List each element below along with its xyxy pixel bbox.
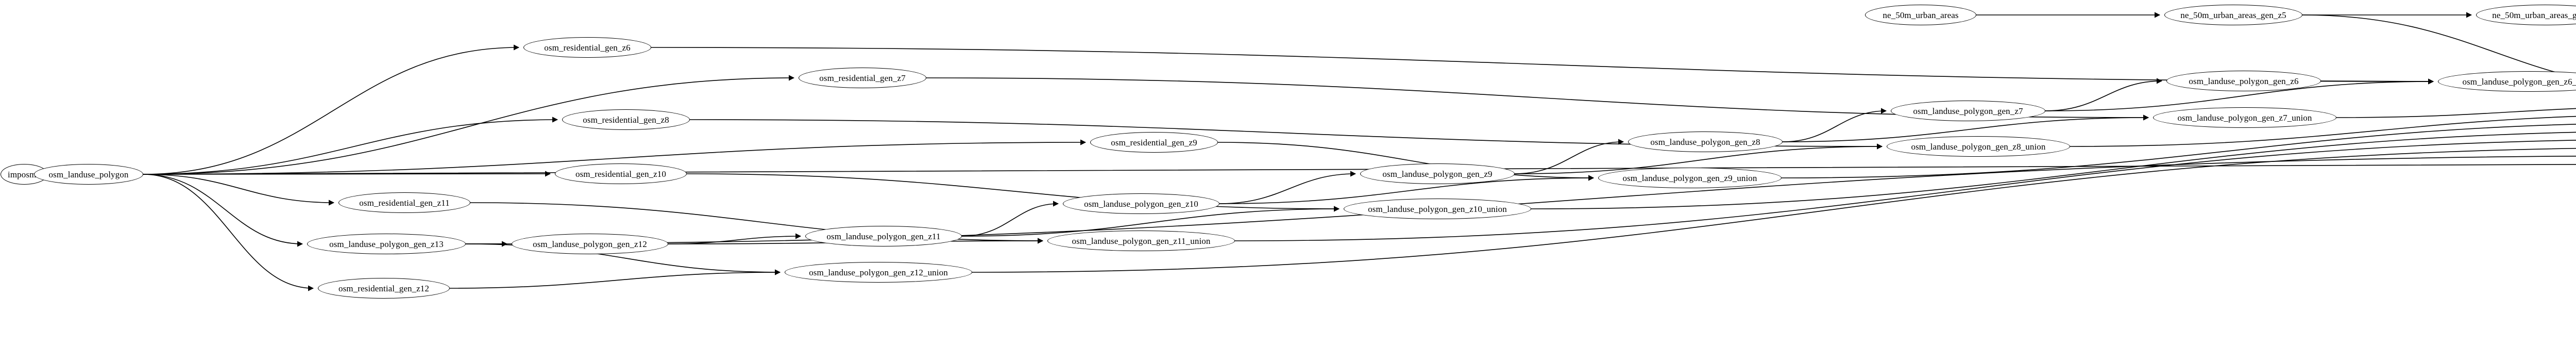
edge-osm_landuse_polygon_gen_z11-to-osm_landuse_polygon_gen_z10 [961,201,1059,237]
edge-osm_landuse_polygon_gen_z7-to-osm_landuse_polygon_gen_z6 [2045,78,2163,111]
graph-node-osm_residential_gen_z8[interactable]: osm_residential_gen_z8 [562,109,690,130]
edge-osm_landuse_polygon-to-osm_residential_gen_z11 [143,174,335,206]
graph-node-osm_landuse_polygon_gen_z9[interactable]: osm_landuse_polygon_gen_z9 [1360,163,1515,184]
edge-osm_landuse_polygon_gen_z9_union-to-layer_landuse.z9 [1781,124,2576,178]
graph-node-osm_landuse_polygon_gen_z10[interactable]: osm_landuse_polygon_gen_z10 [1063,193,1219,214]
graph-node-osm_landuse_polygon_gen_z11_union[interactable]: osm_landuse_polygon_gen_z11_union [1047,231,1235,251]
edge-osm_landuse_polygon_gen_z9-to-osm_landuse_polygon_gen_z8_union [1514,143,1883,174]
edge-osm_landuse_polygon_gen_z10-to-osm_landuse_polygon_gen_z9_union [1219,175,1595,204]
edge-osm_residential_gen_z12-to-osm_landuse_polygon_gen_z12_union [449,269,781,289]
graph-node-osm_landuse_polygon_gen_z9_union[interactable]: osm_landuse_polygon_gen_z9_union [1598,168,1782,188]
graph-node-osm_landuse_polygon_gen_z13[interactable]: osm_landuse_polygon_gen_z13 [307,234,466,254]
graph-node-osm_landuse_polygon[interactable]: osm_landuse_polygon [34,164,143,185]
graph-node-osm_residential_gen_z10[interactable]: osm_residential_gen_z10 [555,163,687,184]
edge-osm_landuse_polygon-to-osm_residential_gen_z7 [143,75,795,175]
edge-osm_landuse_polygon_gen_z7_union-to-layer_landuse.z7 [2336,108,2576,118]
edge-osm_landuse_polygon-to-osm_residential_gen_z12 [143,174,314,291]
edge-osm_landuse_polygon_gen_z9-to-osm_landuse_polygon_gen_z8 [1514,139,1624,174]
edge-osm_landuse_polygon-to-osm_residential_gen_z9 [143,139,1087,175]
edge-osm_landuse_polygon_gen_z12_union-to-layer_landuse.z12 [972,147,2576,273]
graph-node-osm_residential_gen_z11[interactable]: osm_residential_gen_z11 [338,192,470,213]
graph-node-osm_landuse_polygon_gen_z8_union[interactable]: osm_landuse_polygon_gen_z8_union [1887,136,2070,157]
graph-node-osm_landuse_polygon_gen_z7[interactable]: osm_landuse_polygon_gen_z7 [1891,101,2045,121]
edge-osm_landuse_polygon_gen_z7-to-osm_landuse_polygon_gen_z6_union [2045,78,2434,111]
edge-ne_50m_urban_areas_gen_z5-to-layer_landuse.z5 [2302,14,2576,78]
graph-node-osm_landuse_polygon_gen_z12[interactable]: osm_landuse_polygon_gen_z12 [512,234,668,254]
graph-node-osm_residential_gen_z9[interactable]: osm_residential_gen_z9 [1090,132,1218,153]
graph-node-osm_landuse_polygon_gen_z10_union[interactable]: osm_landuse_polygon_gen_z10_union [1344,199,1531,219]
graph-node-osm_landuse_polygon_gen_z11[interactable]: osm_landuse_polygon_gen_z11 [805,226,962,246]
graph-node-osm_residential_gen_z12[interactable]: osm_residential_gen_z12 [318,278,450,299]
graph-node-osm_landuse_polygon_gen_z12_union[interactable]: osm_landuse_polygon_gen_z12_union [785,262,972,283]
graph-node-imposm3[interactable]: imposm3 [1,164,48,185]
graph-node-osm_residential_gen_z6[interactable]: osm_residential_gen_z6 [523,37,651,58]
graph-node-osm_landuse_polygon_gen_z7_union[interactable]: osm_landuse_polygon_gen_z7_union [2153,107,2336,128]
graph-node-ne_50m_urban_areas[interactable]: ne_50m_urban_areas [1865,5,1976,25]
edge-osm_landuse_polygon-to-osm_landuse_polygon_gen_z13 [143,174,303,247]
edge-osm_landuse_polygon_gen_z11-to-osm_landuse_polygon_gen_z10_union [961,206,1340,237]
graph-node-ne_50m_urban_areas_gen_z5[interactable]: ne_50m_urban_areas_gen_z5 [2164,5,2302,25]
edge-osm_landuse_polygon_gen_z10_union-to-layer_landuse.z10 [1531,131,2576,209]
edge-osm_residential_gen_z9-to-osm_landuse_polygon_gen_z9_union [1217,142,1595,181]
edge-osm_landuse_polygon_gen_z12-to-osm_landuse_polygon_gen_z11 [668,233,802,244]
edge-osm_landuse_polygon-to-layer_landuse.z14+ [143,163,2576,175]
edge-osm_landuse_polygon_gen_z11_union-to-layer_landuse.z11 [1234,140,2576,241]
edge-osm_landuse_polygon-to-osm_residential_gen_z6 [143,44,520,175]
edge-osm_residential_gen_z6-to-osm_landuse_polygon_gen_z6_union [651,47,2434,85]
edge-osm_residential_gen_z10-to-osm_landuse_polygon_gen_z10_union [686,173,1340,212]
edge-osm_landuse_polygon_gen_z8-to-osm_landuse_polygon_gen_z7_union [1782,114,2149,142]
edge-osm_landuse_polygon-to-osm_residential_gen_z8 [143,117,558,175]
edge-osm_landuse_polygon_gen_z8-to-osm_landuse_polygon_gen_z7 [1782,108,1887,142]
edge-osm_landuse_polygon_gen_z10-to-osm_landuse_polygon_gen_z9 [1219,171,1357,204]
graph-node-osm_landuse_polygon_gen_z6[interactable]: osm_landuse_polygon_gen_z6 [2166,71,2321,91]
graph-node-osm_landuse_polygon_gen_z8[interactable]: osm_landuse_polygon_gen_z8 [1628,131,1783,152]
graph-node-osm_residential_gen_z7[interactable]: osm_residential_gen_z7 [799,68,926,88]
